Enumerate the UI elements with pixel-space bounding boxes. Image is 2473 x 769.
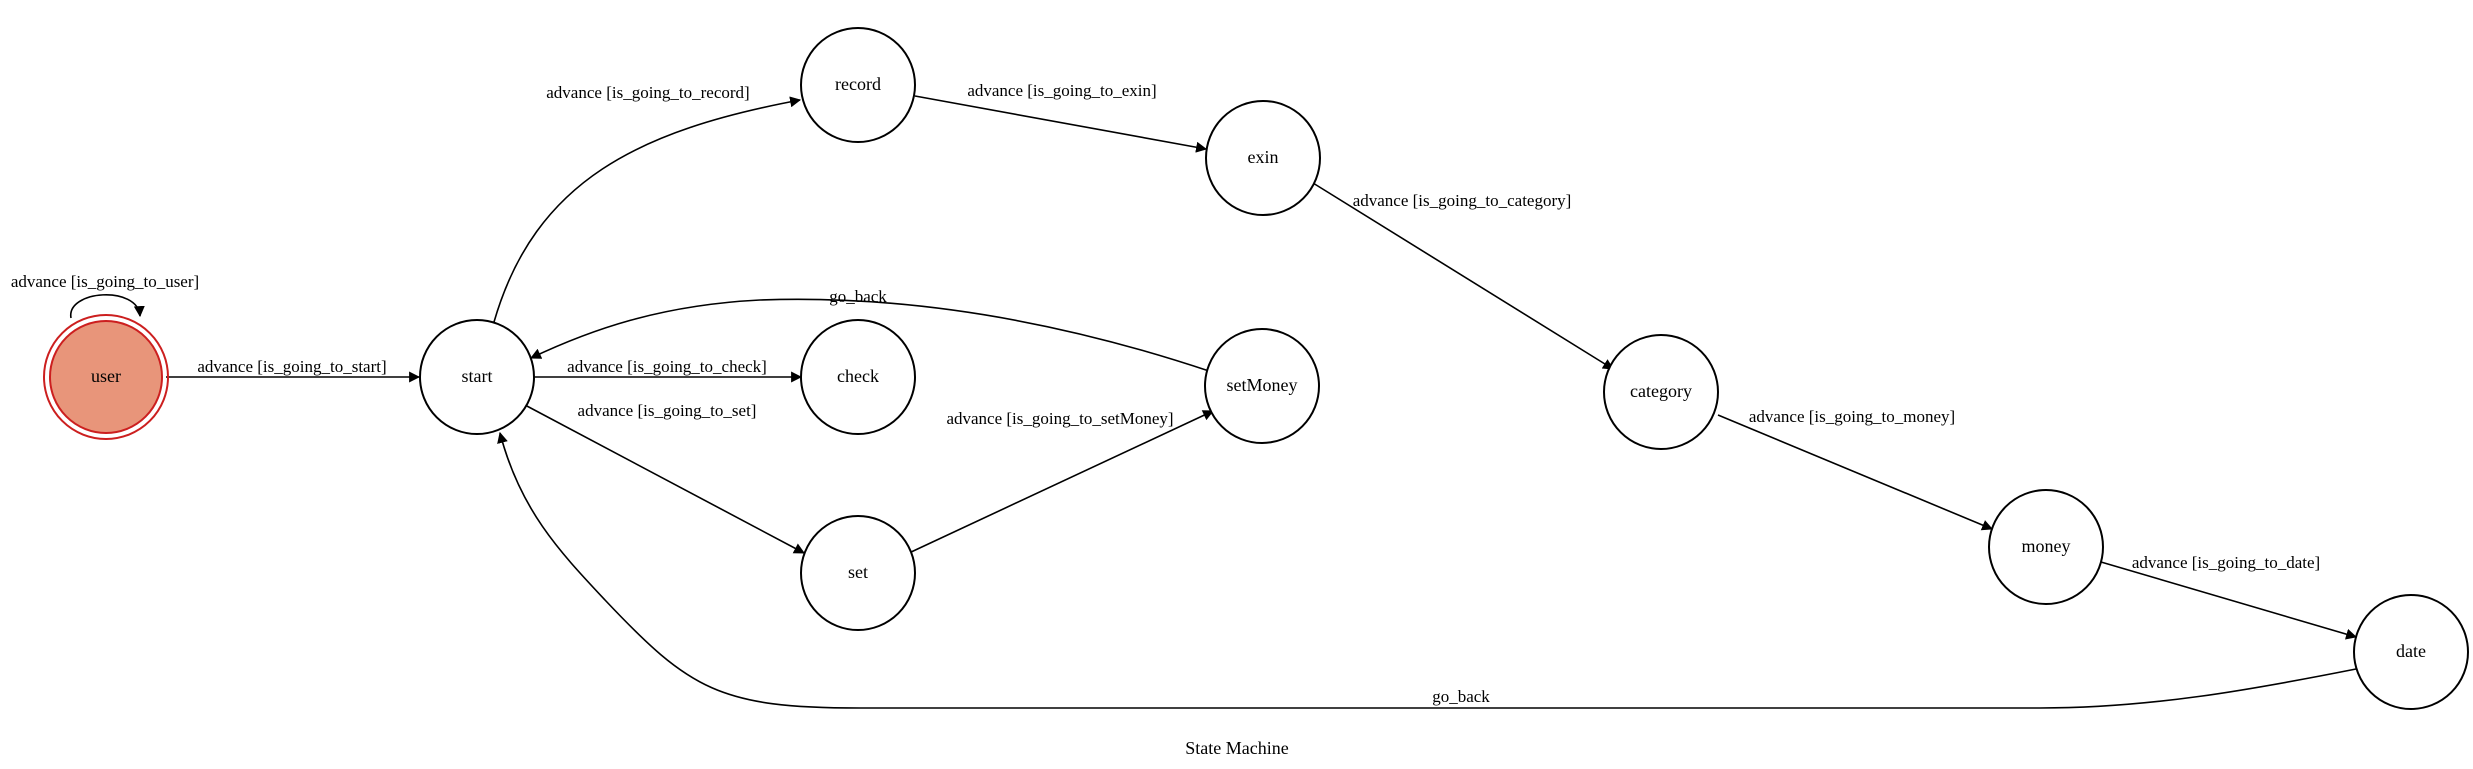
edge-user-user[interactable]: advance [is_going_to_user] [11,272,199,319]
node-start-circle [419,319,535,435]
nodes: user start record check set setMoney exi… [43,27,2469,710]
node-record-circle [800,27,916,143]
edge-date-start-line [497,431,2357,709]
edge-category-money-label: advance [is_going_to_money] [1749,407,1955,426]
node-category-label: category [1630,381,1692,401]
node-exin-label: exin [1248,147,1279,167]
edge-record-exin-label: advance [is_going_to_exin] [967,81,1156,100]
edge-date-start-label: go_back [1432,687,1490,706]
edge-start-set-label: advance [is_going_to_set] [578,401,757,420]
node-set-circle [800,515,916,631]
node-exin-circle [1205,100,1321,216]
edge-set-setMoney-line [908,410,1214,554]
node-set[interactable]: set [800,515,916,631]
edge-setMoney-start-line [530,298,1210,372]
edge-start-record-label: advance [is_going_to_record] [546,83,749,102]
node-start-label: start [462,366,493,386]
edge-user-start-label: advance [is_going_to_start] [197,357,386,376]
node-money[interactable]: money [1988,489,2104,605]
edge-exin-category[interactable]: advance [is_going_to_category] [1312,182,1614,370]
edge-start-check-label: advance [is_going_to_check] [567,357,767,376]
edge-start-record[interactable]: advance [is_going_to_record] [493,83,802,323]
edge-category-money-line [1717,414,1994,531]
node-date-label: date [2396,641,2426,661]
edge-start-check[interactable]: advance [is_going_to_check] [534,357,803,383]
node-user[interactable]: user [43,314,169,440]
edge-record-exin-line [914,95,1208,153]
edge-money-date-label: advance [is_going_to_date] [2132,553,2320,572]
node-check-circle [800,319,916,435]
node-user-outer-ring [43,314,169,440]
node-record[interactable]: record [800,27,916,143]
node-setMoney-label: setMoney [1227,375,1298,395]
node-user-circle [49,320,163,434]
edge-user-user-label: advance [is_going_to_user] [11,272,199,291]
edge-category-money[interactable]: advance [is_going_to_money] [1717,407,1994,531]
node-date-circle [2353,594,2469,710]
edge-exin-category-label: advance [is_going_to_category] [1353,191,1572,210]
edge-user-user-line [70,294,145,319]
node-setMoney-circle [1204,328,1320,444]
edge-setMoney-start-label: go_back [829,287,887,306]
edge-money-date[interactable]: advance [is_going_to_date] [2100,553,2358,640]
node-category-circle [1603,334,1719,450]
edge-set-setMoney[interactable]: advance [is_going_to_setMoney] [908,409,1214,554]
edge-start-record-line [493,96,802,323]
node-exin[interactable]: exin [1205,100,1321,216]
node-record-label: record [835,74,881,94]
node-user-label: user [91,366,121,386]
edge-record-exin[interactable]: advance [is_going_to_exin] [914,81,1208,153]
edge-start-set-line [524,404,805,554]
edge-setMoney-start[interactable]: go_back [530,287,1210,372]
node-check-label: check [837,366,879,386]
node-set-label: set [848,562,868,582]
edge-money-date-line [2100,561,2358,640]
edge-start-set[interactable]: advance [is_going_to_set] [524,401,805,554]
edges: advance [is_going_to_user] advance [is_g… [11,81,2358,709]
node-category[interactable]: category [1603,334,1719,450]
edge-exin-category-line [1312,182,1614,370]
node-money-circle [1988,489,2104,605]
node-money-label: money [2022,536,2071,556]
edge-user-start[interactable]: advance [is_going_to_start] [166,357,421,383]
node-date[interactable]: date [2353,594,2469,710]
node-start[interactable]: start [419,319,535,435]
edge-date-start[interactable]: go_back [497,431,2357,709]
edge-set-setMoney-label: advance [is_going_to_setMoney] [946,409,1173,428]
node-check[interactable]: check [800,319,916,435]
node-setMoney[interactable]: setMoney [1204,328,1320,444]
diagram-title: State Machine [1185,738,1288,758]
